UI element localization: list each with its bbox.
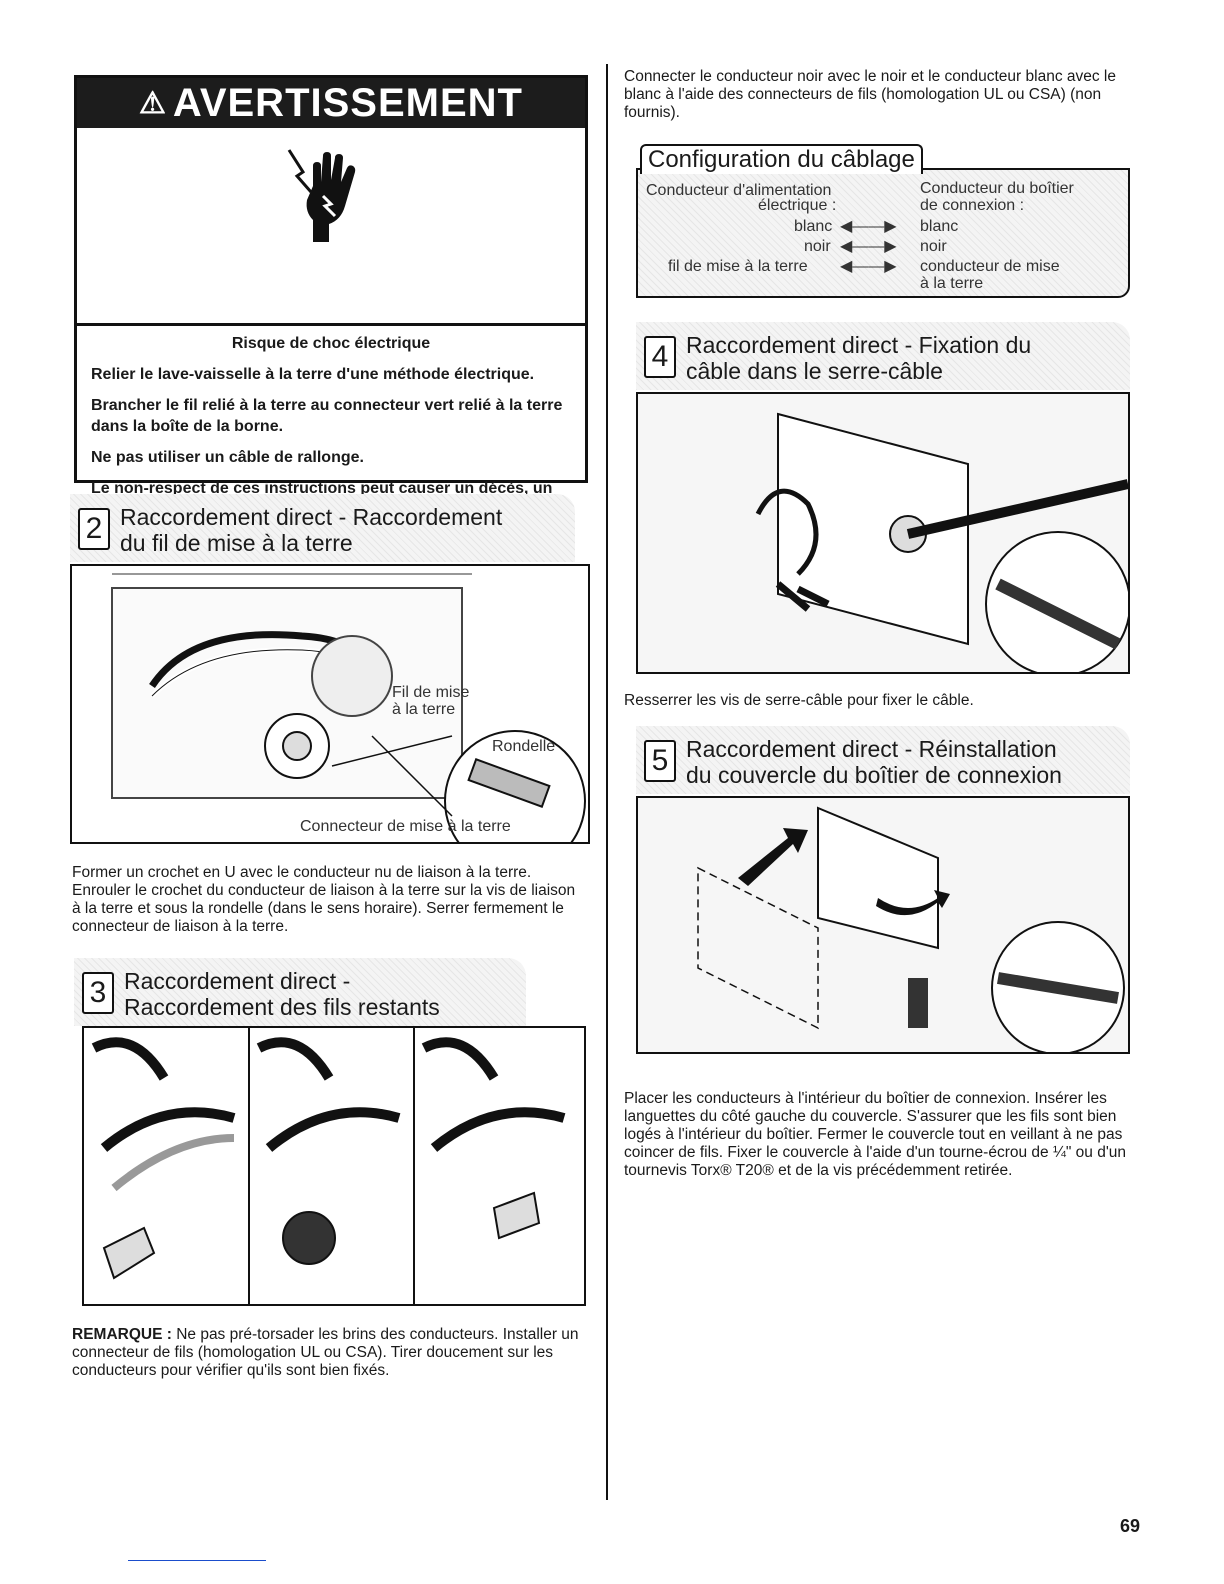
warning-icon-area [77, 128, 585, 326]
step-5-illustration [636, 796, 1130, 1054]
step-3-illustration [82, 1026, 586, 1306]
step-2-title: Raccordement direct - Raccordement du fi… [120, 504, 502, 556]
step-title-line: du couvercle du boîtier de connexion [686, 762, 1062, 788]
label-ground-connector: Connecteur de mise à la terre [300, 818, 511, 835]
ground-wire-diagram [111, 573, 586, 842]
config-arrow: ◀——▶ [840, 238, 897, 255]
step-4-header: 4 Raccordement direct - Fixation du câbl… [636, 322, 1130, 390]
step-title-line: Raccordement direct - Fixation du [686, 332, 1032, 358]
step-number: 2 [78, 508, 110, 550]
label-washer: Rondelle [492, 738, 556, 755]
config-row-left: noir [804, 238, 831, 255]
config-left-head-1: Conducteur d'alimentation [646, 182, 832, 199]
column-divider [606, 64, 608, 1500]
note-label: REMARQUE : [72, 1326, 172, 1343]
step-4-text: Resserrer les vis de serre-câble pour fi… [624, 692, 974, 709]
step-3-header: 3 Raccordement direct - Raccordement des… [74, 958, 526, 1026]
step-title-line: Raccordement direct - [124, 968, 351, 994]
config-row-right: conducteur de mise [920, 258, 1060, 275]
warning-box: ⚠ AVERTISSEMENT Risque de choc électriqu… [74, 75, 588, 518]
warning-risk-title: Risque de choc électrique [231, 335, 431, 352]
step-4-illustration [636, 392, 1130, 674]
step-title-line: câble dans le serre-câble [686, 358, 943, 384]
step-3-title: Raccordement direct - Raccordement des f… [124, 968, 440, 1020]
warning-header: ⚠ AVERTISSEMENT [77, 78, 585, 128]
config-left-head-2: électrique : [758, 197, 837, 214]
step-title-line: Raccordement des fils restants [124, 994, 440, 1020]
junction-cover-diagram [638, 798, 1128, 1052]
config-arrow: ◀——▶ [840, 258, 897, 275]
warning-title: AVERTISSEMENT [172, 80, 523, 125]
warning-triangle-icon: ⚠ [139, 86, 167, 120]
config-row-right: blanc [920, 218, 959, 235]
cable-clamp-diagram [638, 394, 1128, 672]
config-arrow: ◀——▶ [840, 218, 897, 235]
config-right-head-1: Conducteur du boîtier [920, 180, 1074, 197]
step-3-section: 3 Raccordement direct - Raccordement des… [74, 958, 586, 1306]
step-4-title: Raccordement direct - Fixation du câble … [686, 332, 1031, 384]
step-number: 4 [644, 336, 676, 378]
step-5-header: 5 Raccordement direct - Réinstallation d… [636, 726, 1130, 794]
config-right-head-2: de connexion : [920, 197, 1025, 214]
step-5-text: Placer les conducteurs à l'intérieur du … [624, 1090, 1127, 1179]
step-5-section: 5 Raccordement direct - Réinstallation d… [636, 726, 1130, 1054]
step-title-line: du fil de mise à la terre [120, 530, 353, 556]
step-3-note: REMARQUE : Ne pas pré-torsader les brins… [72, 1326, 588, 1380]
step-title-line: Raccordement direct - Raccordement [120, 504, 503, 530]
step-title-line: Raccordement direct - Réinstallation [686, 736, 1057, 762]
step-2-header: 2 Raccordement direct - Raccordement du … [70, 494, 575, 562]
warning-line: Brancher le fil relié à la terre au conn… [91, 397, 563, 435]
config-row-left: blanc [794, 218, 833, 235]
wiring-configuration: Configuration du câblage Conducteur d'al… [636, 138, 1130, 298]
warning-line: Relier le lave-vaisselle à la terre d'un… [91, 366, 535, 383]
step-2-section: 2 Raccordement direct - Raccordement du … [70, 494, 590, 848]
config-row-left: fil de mise à la terre [668, 258, 808, 275]
step-number: 5 [644, 740, 676, 782]
step-5-title: Raccordement direct - Réinstallation du … [686, 736, 1062, 788]
electric-shock-hand-icon [287, 149, 356, 242]
wiring-config-frame [636, 168, 1130, 298]
config-row-right-2: à la terre [920, 275, 984, 292]
note-text: Ne pas pré-torsader les brins des conduc… [72, 1326, 579, 1379]
step-2-text: Former un crochet en U avec le conducteu… [72, 864, 576, 935]
page-number: 69 [1119, 1516, 1140, 1536]
warning-line: Ne pas utiliser un câble de rallonge. [91, 449, 364, 466]
label-ground-wire: Fil de mise à la terre [392, 684, 470, 718]
wire-connection-diagram [91, 1028, 566, 1304]
step-4-section: 4 Raccordement direct - Fixation du câbl… [636, 322, 1130, 674]
config-row-right: noir [920, 238, 947, 255]
wiring-config-title: Configuration du câblage [640, 144, 923, 174]
step-2-illustration: Fil de mise à la terre Rondelle Connecte… [70, 564, 590, 844]
bottom-link-line [128, 1560, 266, 1561]
step-number: 3 [82, 972, 114, 1014]
intro-text: Connecter le conducteur noir avec le noi… [624, 68, 1116, 121]
